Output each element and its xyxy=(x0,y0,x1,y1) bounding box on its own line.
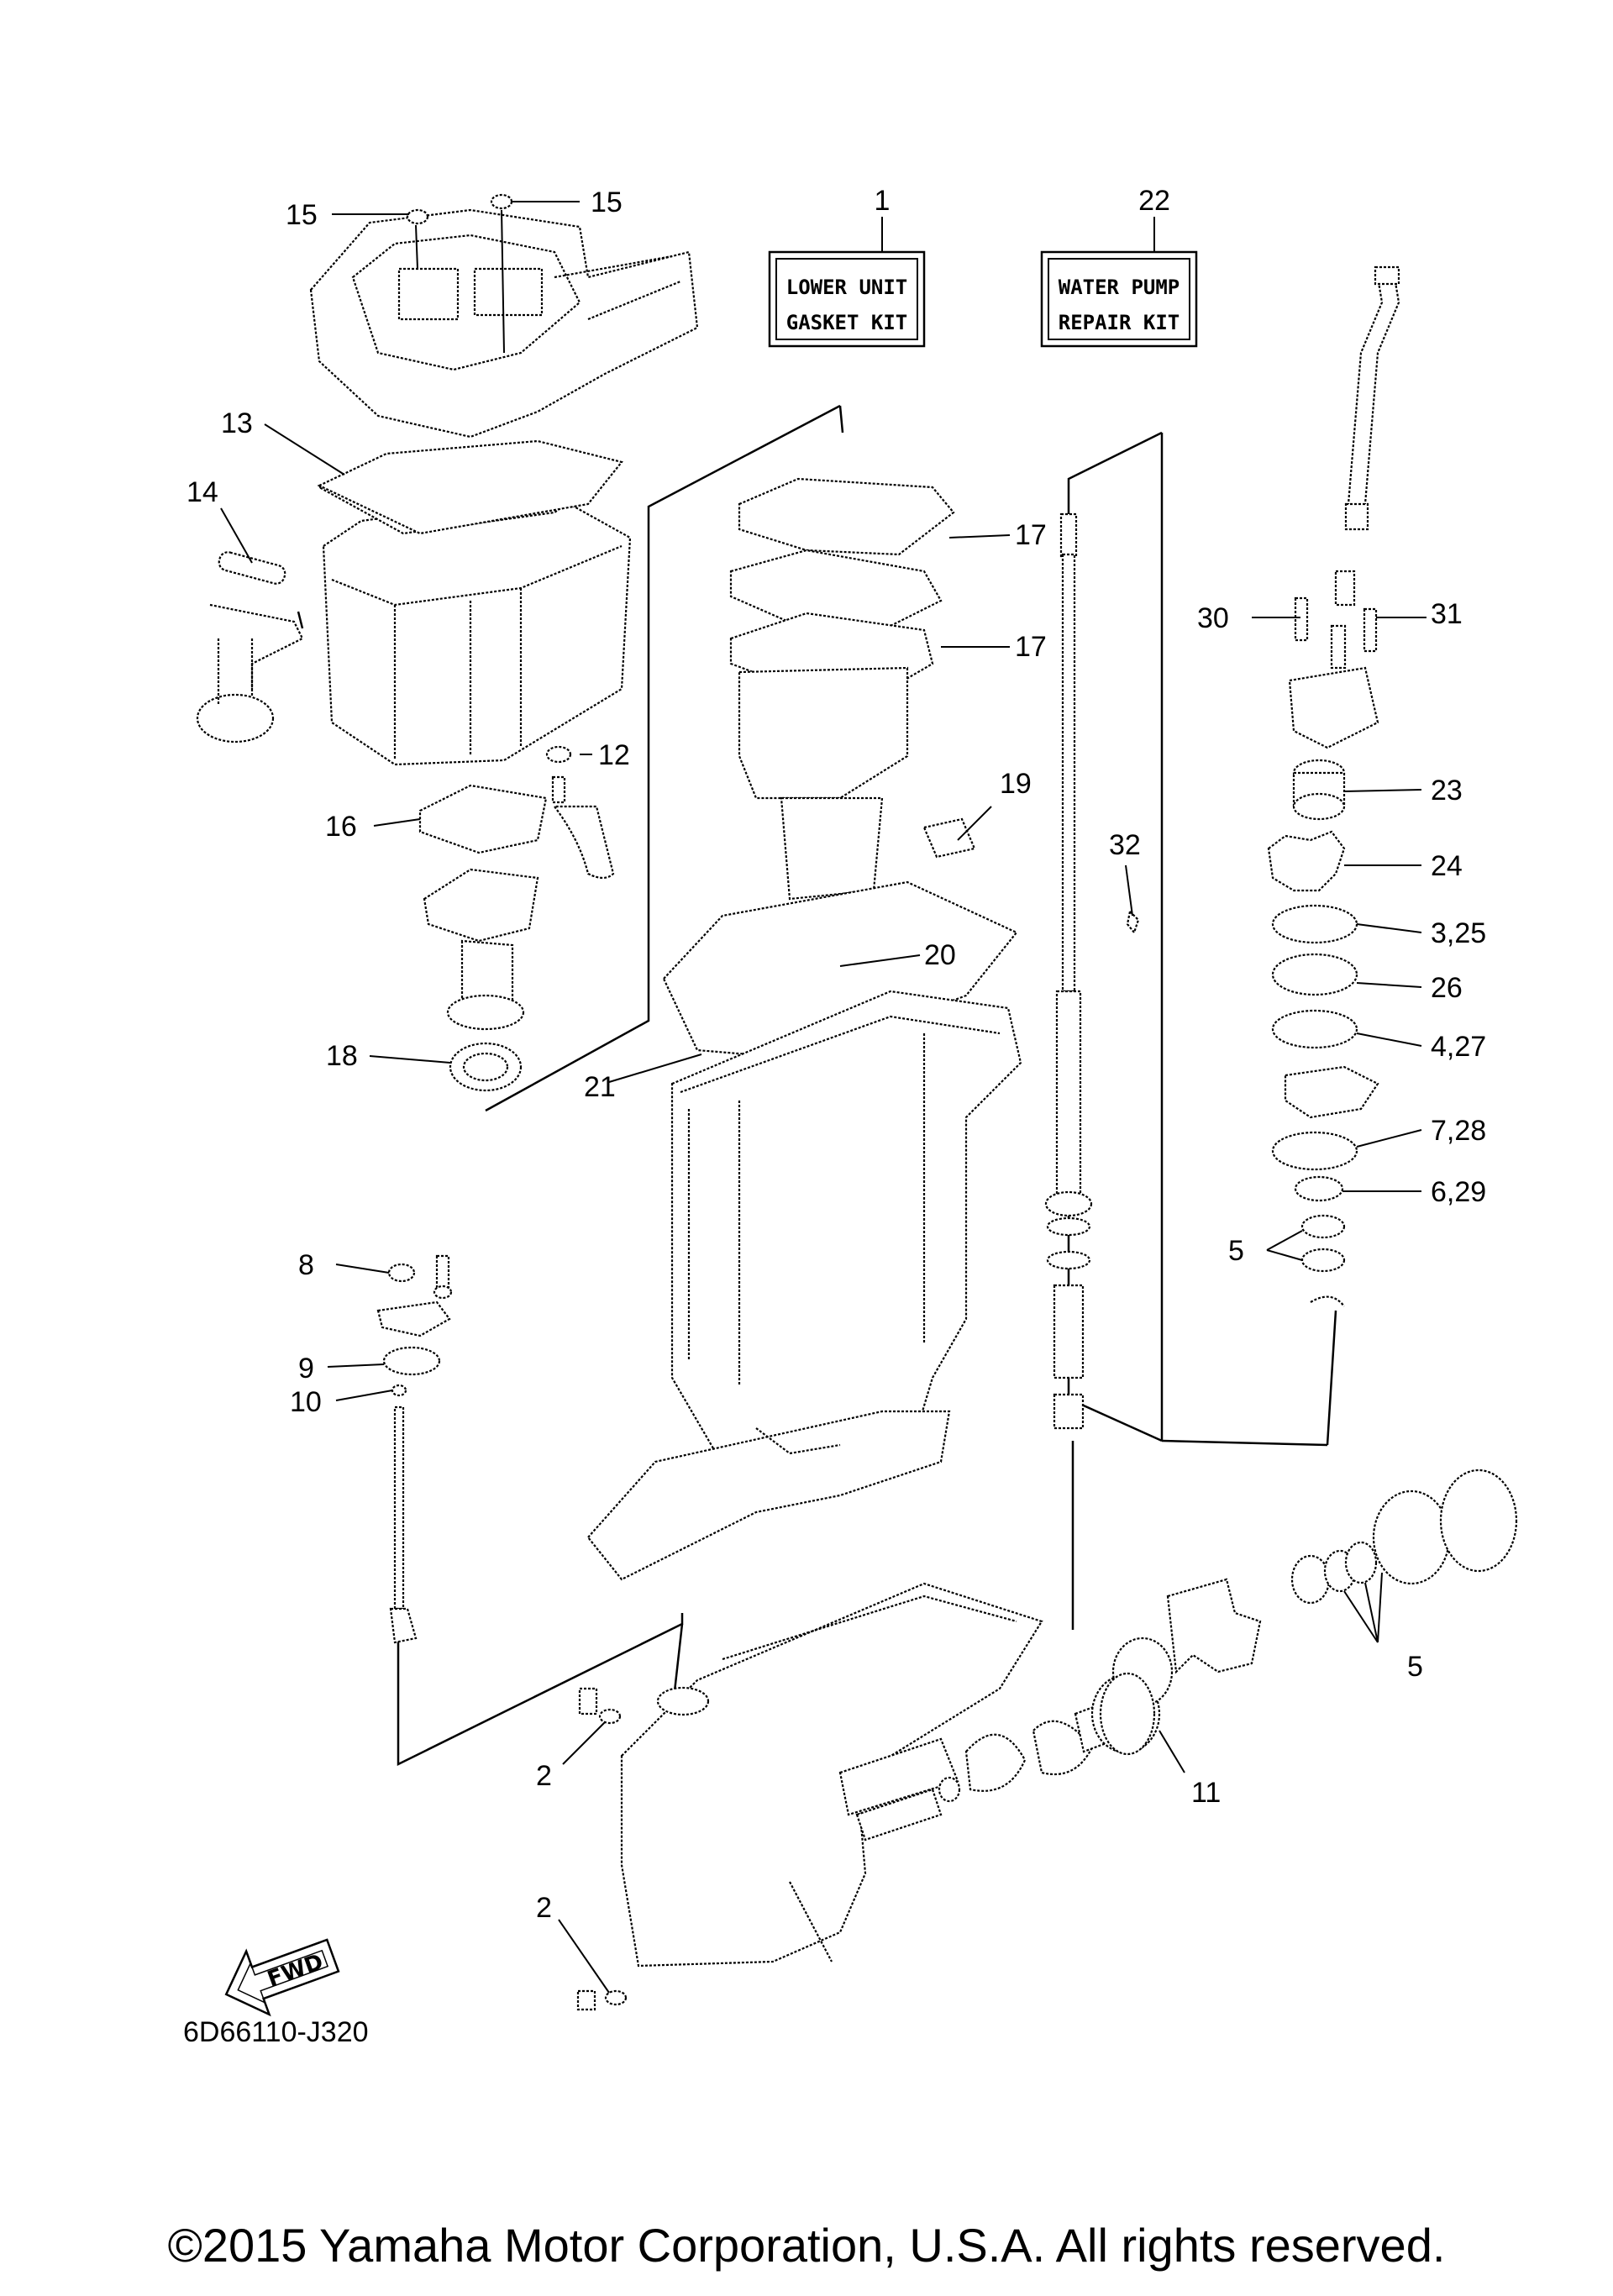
copyright-notice: ©2015 Yamaha Motor Corporation, U.S.A. A… xyxy=(167,2219,1446,2272)
label-5-right: 5 xyxy=(1228,1235,1244,1267)
label-13: 13 xyxy=(221,407,253,439)
gasket-21 xyxy=(662,880,1018,1060)
drive-shaft xyxy=(1044,512,1093,1217)
circlip xyxy=(1310,1295,1345,1307)
label-32: 32 xyxy=(1109,829,1141,861)
label-15-right: 15 xyxy=(591,187,623,218)
water-pump-repair-kit-box: WATER PUMP REPAIR KIT xyxy=(1040,250,1198,348)
callout-labels: 1 22 15 15 13 14 12 16 18 17 17 19 20 21… xyxy=(187,185,1486,1924)
water-pump-repair-kit-line1: WATER PUMP xyxy=(1059,276,1180,299)
drawing-number: 6D66110-J320 xyxy=(183,2016,369,2048)
label-11: 11 xyxy=(1191,1777,1221,1809)
label-14: 14 xyxy=(187,476,218,508)
lower-unit-gasket-kit-box: LOWER UNIT GASKET KIT xyxy=(768,250,926,348)
shift-rod-assembly xyxy=(376,1254,453,1644)
pump-housing-top xyxy=(1288,570,1379,749)
drain-plug-lower xyxy=(576,1989,628,2011)
grommet-12 xyxy=(545,745,615,880)
lower-unit-gasket-kit-line1: LOWER UNIT xyxy=(786,276,908,299)
label-23: 23 xyxy=(1431,775,1463,806)
gasket-17-top xyxy=(738,477,955,556)
label-19: 19 xyxy=(1000,768,1032,800)
label-17-bottom: 17 xyxy=(1015,631,1047,663)
lower-unit-gasket-kit-line2: GASKET KIT xyxy=(786,311,908,334)
bolt-30 xyxy=(1294,596,1309,642)
gasket-13 xyxy=(317,439,623,535)
impeller-24 xyxy=(1267,830,1346,892)
label-17-top: 17 xyxy=(1015,519,1047,551)
pump-base xyxy=(1284,1065,1379,1119)
label-1: 1 xyxy=(875,185,891,217)
cap-15-left xyxy=(406,208,429,225)
gasket-16 xyxy=(418,784,548,854)
seal-14 xyxy=(218,551,286,585)
lower-casing xyxy=(620,1582,1043,1968)
plate-26 xyxy=(1271,953,1358,996)
gasket-7-28 xyxy=(1271,1131,1358,1171)
water-tube xyxy=(1344,265,1400,531)
gasket-17-middle xyxy=(729,549,943,632)
label-18: 18 xyxy=(326,1040,358,1072)
label-2-lower: 2 xyxy=(536,1892,552,1924)
water-pump-repair-kit-line2: REPAIR KIT xyxy=(1059,311,1180,334)
spacer-housing xyxy=(738,666,909,901)
label-15-left: 15 xyxy=(286,199,318,231)
gasket-4-27 xyxy=(1271,1009,1358,1049)
label-26: 26 xyxy=(1431,972,1463,1004)
group-bracket-lines xyxy=(297,404,1337,1767)
label-10: 10 xyxy=(290,1386,322,1418)
gasket-3-25 xyxy=(1271,904,1358,944)
label-12: 12 xyxy=(598,739,630,771)
label-30: 30 xyxy=(1197,602,1229,634)
forward-direction-arrow: FWD xyxy=(224,1938,340,2017)
label-20: 20 xyxy=(924,939,956,971)
bolt-31 xyxy=(1363,607,1378,653)
label-6-29: 6,29 xyxy=(1431,1176,1486,1208)
seal-19 xyxy=(922,817,976,859)
label-5-lower: 5 xyxy=(1407,1651,1423,1683)
key-32 xyxy=(1126,909,1140,935)
label-24: 24 xyxy=(1431,850,1463,882)
oil-pump-housing xyxy=(423,868,539,1031)
oring-11 xyxy=(1099,1672,1156,1756)
label-22: 22 xyxy=(1138,185,1170,217)
label-9: 9 xyxy=(298,1353,314,1384)
label-31: 31 xyxy=(1431,598,1463,630)
oring-6-29 xyxy=(1294,1175,1344,1202)
label-4-27: 4,27 xyxy=(1431,1031,1486,1063)
oil-seal-5-a xyxy=(1300,1214,1346,1239)
leader-lines xyxy=(220,201,1426,1994)
extension-casing xyxy=(586,990,1022,1581)
oil-seal-5-b xyxy=(1300,1248,1346,1273)
label-3-25: 3,25 xyxy=(1431,917,1486,949)
prop-shaft-parts xyxy=(855,1468,1518,1842)
label-16: 16 xyxy=(325,811,357,843)
label-8: 8 xyxy=(298,1249,314,1281)
label-21: 21 xyxy=(584,1071,616,1103)
drain-plug-upper xyxy=(578,1687,622,1725)
label-2-upper: 2 xyxy=(536,1760,552,1792)
insert-cartridge-23 xyxy=(1292,759,1346,821)
seal-18 xyxy=(449,1042,523,1092)
drive-shaft-bearings xyxy=(1046,1216,1091,1430)
label-7-28: 7,28 xyxy=(1431,1115,1486,1147)
cap-15-right xyxy=(490,193,513,210)
oil-pickup xyxy=(196,603,304,743)
